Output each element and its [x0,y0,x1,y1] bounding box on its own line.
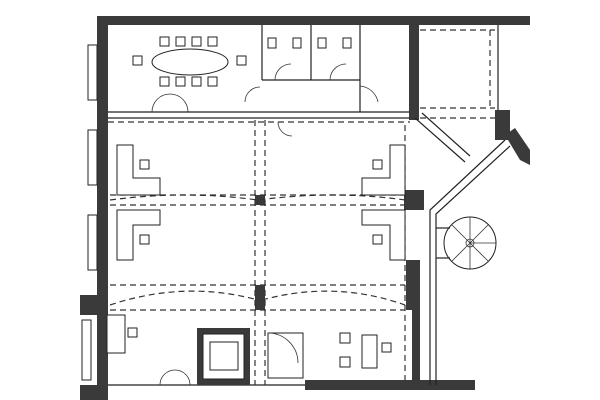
toilets [244,37,379,103]
spiral-staircase [436,216,497,270]
doors [151,93,293,386]
desks [106,144,406,369]
walls [80,16,530,400]
conference-table [132,36,247,87]
elevator-core [197,328,304,385]
windows [81,44,98,381]
interior-lines [108,25,511,386]
